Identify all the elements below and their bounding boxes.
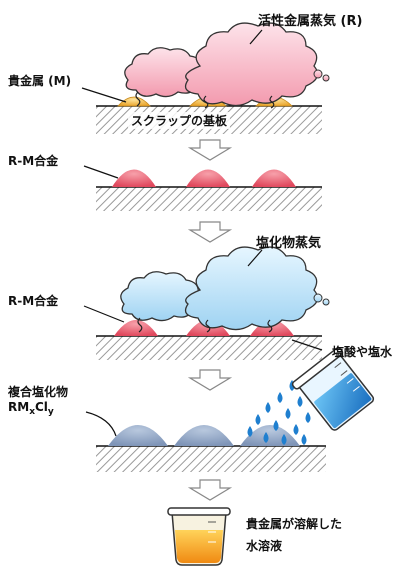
stage1-group	[81, 22, 330, 134]
vapor-squiggle-1	[135, 91, 141, 107]
vapor-squiggle-3	[269, 95, 275, 109]
acid-droplets	[247, 380, 311, 445]
chloride-particle-2	[174, 425, 234, 446]
solution-label-line1: 貴金属が溶解した	[246, 517, 343, 531]
substrate-2	[96, 187, 322, 211]
alloy-particle-3	[252, 169, 296, 187]
alloy-particle-1	[112, 169, 156, 187]
chloride-particle-1	[108, 425, 168, 446]
noble-metal-label: 貴金属 (M)	[8, 74, 72, 88]
compound-leader-line	[85, 411, 117, 437]
stage5-group	[167, 507, 231, 566]
alloy-leader-line-2	[83, 305, 125, 323]
complex-chloride-label: 複合塩化物	[8, 385, 69, 399]
acid-label: 塩酸や塩水	[332, 345, 393, 359]
alloy-particle-4	[114, 320, 158, 336]
chloride-vapor-cloud-large	[184, 246, 319, 331]
down-arrow-2	[187, 221, 233, 243]
metal-leader-line	[81, 87, 127, 103]
acid-leader-line	[291, 339, 323, 351]
solution-beaker-icon	[167, 507, 231, 566]
complex-chloride-formula: RMxCly	[8, 400, 54, 417]
solution-label-line2: 水溶液	[246, 539, 283, 553]
down-arrow-4	[187, 479, 233, 501]
active-metal-vapor-label: 活性金属蒸気 (R)	[258, 14, 363, 29]
chloride-vapor-leader-line	[247, 249, 263, 267]
acid-beaker-icon	[291, 347, 375, 431]
chloride-vapor-label: 塩化物蒸気	[256, 236, 322, 251]
substrate-3	[96, 336, 322, 360]
active-metal-vapor-cloud-large	[184, 22, 319, 107]
alloy-particle-2	[186, 169, 230, 187]
alloy-label-2: R-M合金	[8, 294, 59, 308]
substrate-label: スクラップの基板	[128, 112, 231, 129]
vapor-leader-line	[249, 29, 263, 45]
vapor-squiggle-2	[203, 95, 209, 109]
down-arrow-3	[187, 369, 233, 391]
alloy-label-1: R-M合金	[8, 154, 59, 168]
alloy-leader-line-1	[83, 165, 119, 179]
stage4-group	[85, 347, 375, 472]
down-arrow-1	[187, 139, 233, 161]
stage2-group	[83, 165, 322, 211]
substrate-4	[96, 446, 326, 472]
stage3-group	[83, 246, 330, 360]
